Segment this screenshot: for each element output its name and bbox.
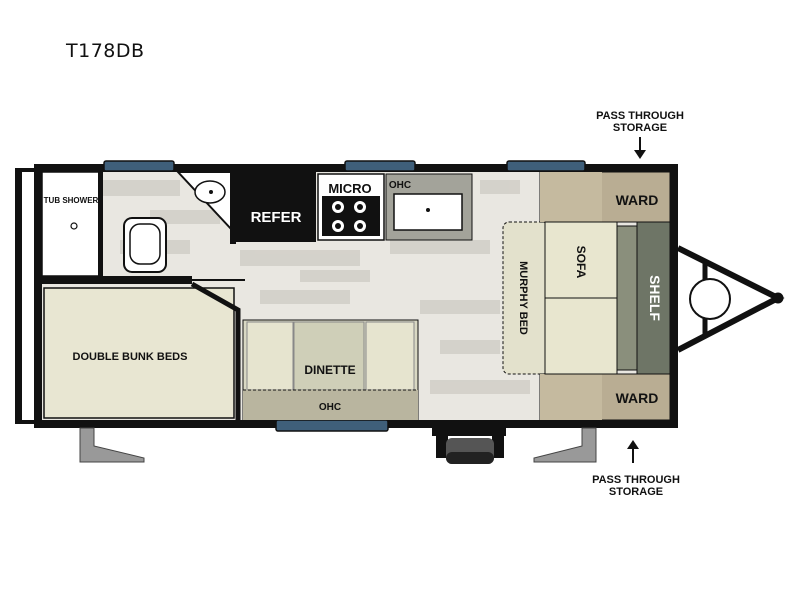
dinette-label: DINETTE: [304, 363, 355, 377]
bath-sink: [175, 171, 233, 233]
refrigerator: [236, 172, 316, 242]
ohc-dinette-label: OHC: [319, 402, 341, 413]
double-bunk-beds-label: DOUBLE BUNK BEDS: [73, 351, 188, 363]
ward-top-label: WARD: [616, 192, 659, 208]
dinette: [242, 319, 419, 421]
hitch: [676, 245, 785, 353]
murphy-bed: [502, 221, 550, 375]
tub-shower: [41, 171, 101, 277]
arrow-down-icon: [634, 137, 646, 159]
windows: [103, 160, 586, 432]
ohc-kitchen-label: OHC: [389, 180, 411, 191]
shelf-label: SHELF: [647, 275, 663, 321]
sofa-label: SOFA: [574, 246, 588, 279]
stove: [317, 173, 385, 241]
pass-through-bottom-line2: STORAGE: [609, 486, 663, 498]
tub-shower-label: TUB SHOWER: [44, 196, 99, 205]
murphy-bed-label: MURPHY BED: [517, 261, 529, 335]
entry-door: [432, 428, 506, 464]
refer-label: REFER: [251, 209, 302, 226]
pass-through-top-line2: STORAGE: [613, 122, 667, 134]
model-title: T178DB: [66, 40, 145, 62]
stabilizer-jacks: [79, 427, 597, 463]
double-bunk-beds: [43, 287, 235, 419]
ward-bottom-label: WARD: [616, 390, 659, 406]
shelf: [636, 221, 671, 375]
pass-through-bottom-line1: PASS THROUGH: [592, 474, 680, 486]
pass-through-top-line1: PASS THROUGH: [596, 110, 684, 122]
tub-drain: [70, 222, 78, 230]
sofa: [544, 221, 638, 375]
toilet: [123, 217, 167, 273]
micro-label: MICRO: [328, 181, 371, 196]
arrow-up-icon: [627, 440, 639, 463]
bath-walls: [42, 172, 236, 284]
